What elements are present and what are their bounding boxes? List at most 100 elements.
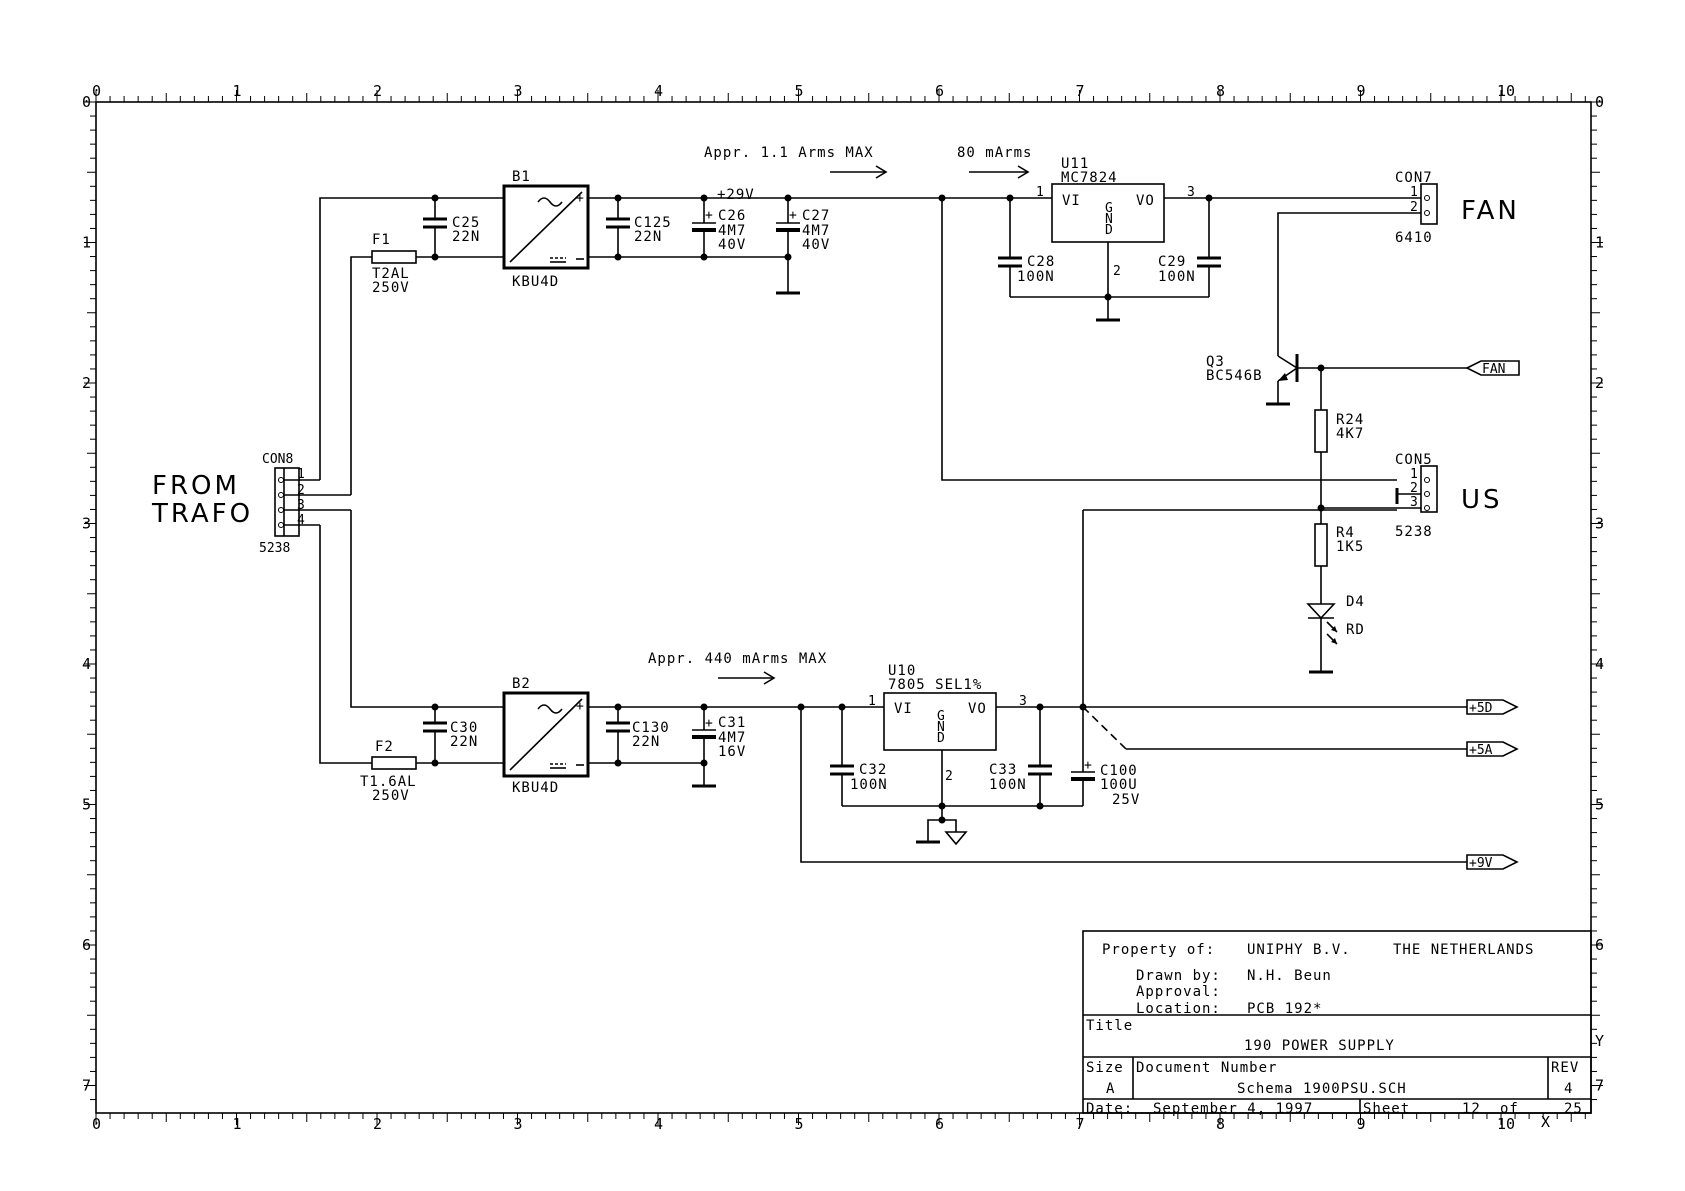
c30-ref: C30 — [450, 720, 478, 736]
con8-pin-1: 1 — [297, 467, 305, 482]
c30-value: 22N — [450, 734, 478, 750]
u10-gnd-d: D — [937, 731, 945, 746]
u11-pin-in: 1 — [1036, 185, 1044, 200]
f1-rating: 250V — [372, 280, 410, 296]
connector-con8: 1 2 3 4 CON8 5238 FROM TRAFO — [151, 452, 351, 556]
size-value: A — [1106, 1081, 1115, 1097]
b1-ref: B1 — [512, 169, 531, 185]
con7-ref: CON7 — [1395, 170, 1433, 186]
con8-pin-4: 4 — [297, 513, 305, 528]
connector-con7: 1 2 CON7 6410 FAN — [1277, 170, 1520, 356]
c31-ref: C31 — [718, 715, 746, 731]
date-label: Date: — [1086, 1101, 1133, 1117]
c29-ref: C29 — [1158, 254, 1186, 270]
row-label-left: 6 — [82, 936, 91, 954]
title-block: Property of: UNIPHY B.V. THE NETHERLANDS… — [1082, 930, 1592, 1117]
c130-value: 22N — [632, 734, 660, 750]
bottom-input-path: C30 22N F2 T1.6AL 250V — [319, 510, 504, 804]
row-label-left: 1 — [82, 234, 91, 252]
u10-vi: VI — [894, 701, 913, 717]
c26-value: 4M7 — [718, 223, 746, 239]
con7-pin-2: 2 — [1410, 200, 1418, 215]
title-value: 190 POWER SUPPLY — [1244, 1038, 1395, 1054]
transistor-q3: Q3 BC546B — [1206, 354, 1467, 406]
row-label-right: 6 — [1595, 936, 1604, 954]
u11-pin-out: 3 — [1187, 185, 1195, 200]
regulator-u11: VI VO G N D 1 3 2 U11 MC7824 C28 100N C2… — [998, 156, 1421, 322]
svg-text:+: + — [789, 208, 797, 223]
row-label-right: 3 — [1595, 515, 1604, 533]
current-bottom-note: Appr. 440 mArms MAX — [648, 651, 827, 667]
u11-vi: VI — [1062, 193, 1081, 209]
f1-ref: F1 — [372, 232, 391, 248]
col-label-top: 8 — [1216, 82, 1225, 100]
size-label: Size — [1086, 1060, 1124, 1076]
trafo-label: TRAFO — [151, 499, 253, 529]
svg-text:+: + — [705, 208, 713, 223]
port-5a-label: +5A — [1469, 743, 1493, 758]
property-label: Property of: — [1102, 942, 1215, 958]
location-label: Location: — [1136, 1001, 1221, 1017]
svg-text:+: + — [1084, 758, 1092, 773]
corner-x-label: X — [1541, 1113, 1550, 1131]
c125-ref: C125 — [634, 215, 672, 231]
col-label-bottom: 5 — [795, 1115, 804, 1133]
approval-label: Approval: — [1136, 984, 1221, 1000]
b1-part: KBU4D — [512, 274, 559, 290]
c31-value: 4M7 — [718, 730, 746, 746]
rail-29v-label: +29V — [717, 187, 755, 203]
c25-ref: C25 — [452, 215, 480, 231]
c100-rating: 25V — [1112, 792, 1140, 808]
col-label-top: 5 — [795, 82, 804, 100]
col-label-top: 9 — [1357, 82, 1366, 100]
c25-value: 22N — [452, 229, 480, 245]
col-label-bottom: 8 — [1216, 1115, 1225, 1133]
u11-gnd-d: D — [1105, 223, 1113, 238]
c33-ref: C33 — [989, 762, 1017, 778]
u10-vo: VO — [968, 701, 987, 717]
top-rail: C125 22N + C26 4M7 40V + C27 4M7 40V — [588, 194, 1397, 481]
col-label-bottom: 3 — [514, 1115, 523, 1133]
f2-value: T1.6AL — [360, 774, 417, 790]
row-label-left: 4 — [82, 655, 91, 673]
con5-pin-1: 1 — [1410, 467, 1418, 482]
col-label-top: 10 — [1497, 82, 1515, 100]
u11-pin-gnd: 2 — [1113, 264, 1121, 279]
connector-con5: 1 2 3 CON5 5238 US — [1083, 452, 1503, 540]
row-label-left: 0 — [82, 93, 91, 111]
b2-ref: B2 — [512, 676, 531, 692]
fan-big-label: FAN — [1461, 196, 1520, 226]
title-label: Title — [1086, 1018, 1133, 1034]
current-top-note: Appr. 1.1 Arms MAX — [704, 145, 874, 161]
sheet-label: Sheet — [1363, 1101, 1410, 1117]
col-label-top: 3 — [514, 82, 523, 100]
u11-gnd-g: G — [1105, 201, 1113, 216]
rev-value: 4 — [1564, 1081, 1573, 1097]
fan-port-label: FAN — [1482, 362, 1505, 377]
row-label-right: 7 — [1595, 1077, 1604, 1095]
row-label-left: 3 — [82, 515, 91, 533]
f2-ref: F2 — [375, 739, 394, 755]
c28-ref: C28 — [1027, 254, 1055, 270]
date-value: September 4, 1997 — [1153, 1101, 1313, 1117]
row-label-right: 5 — [1595, 796, 1604, 814]
sheet-value: 12 — [1462, 1101, 1481, 1117]
u11-gnd-n: N — [1105, 212, 1113, 227]
row-label-right: 2 — [1595, 374, 1604, 392]
us-big-label: US — [1461, 485, 1503, 515]
c26-ref: C26 — [718, 208, 746, 224]
col-label-bottom: 2 — [373, 1115, 382, 1133]
c31-rating: 16V — [718, 744, 746, 760]
c100-ref: C100 — [1100, 763, 1138, 779]
port-5d-label: +5D — [1469, 701, 1493, 716]
con5-part: 5238 — [1395, 524, 1433, 540]
corner-y-label: Y — [1595, 1032, 1604, 1050]
u10-gnd-n: N — [937, 720, 945, 735]
r4-ref: R4 — [1336, 525, 1355, 541]
bridge-b2: + B2 KBU4D — [502, 676, 590, 796]
row-label-left: 7 — [82, 1077, 91, 1095]
current-reg-note: 80 mArms — [957, 145, 1032, 161]
